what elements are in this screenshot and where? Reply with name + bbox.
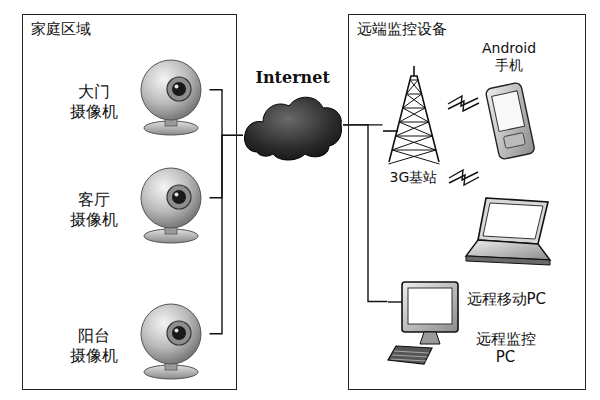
- lightning-symbol: [448, 96, 479, 111]
- camera-node: 阳台 摄像机: [70, 296, 210, 381]
- device-label: 远程移动PC: [467, 290, 547, 309]
- device-label: 阳台 摄像机: [70, 326, 118, 366]
- device-label: Android 手机: [482, 40, 536, 75]
- device-label: 远程监控 PC: [476, 330, 536, 368]
- device-label: 客厅 摄像机: [70, 190, 118, 230]
- camera-icon: [141, 60, 201, 135]
- laptop-figure: [462, 196, 552, 270]
- laptop-device: 远程移动PC: [462, 196, 552, 309]
- tower-figure: [383, 66, 445, 164]
- device-label: Internet: [256, 68, 330, 88]
- device-label: 大门 摄像机: [70, 82, 118, 122]
- network-wire: [210, 135, 244, 197]
- camera-node: 大门 摄像机: [70, 52, 210, 137]
- cloud-icon: [245, 97, 342, 160]
- camera-figure: [132, 52, 210, 137]
- phone-device: Android 手机: [482, 40, 538, 161]
- cloud-figure: [243, 92, 343, 162]
- region-heading: 家庭区域: [31, 20, 91, 39]
- camera-node: 客厅 摄像机: [70, 160, 210, 245]
- base-station: 3G基站: [383, 66, 445, 187]
- camera-icon: [141, 304, 201, 379]
- desktop-pc: 远程监控 PC: [388, 280, 536, 368]
- phone-icon: [485, 82, 535, 160]
- camera-figure: [132, 296, 210, 381]
- region-heading: 远端监控设备: [357, 20, 447, 39]
- camera-icon: [141, 168, 201, 243]
- laptop-icon: [466, 198, 550, 265]
- phone-figure: [482, 79, 538, 161]
- camera-figure: [132, 160, 210, 245]
- network-wire: [210, 90, 244, 136]
- tower-icon: [383, 66, 440, 164]
- network-wire: [210, 135, 244, 333]
- monitor-icon: [388, 282, 458, 364]
- network-wire: [343, 125, 388, 302]
- device-label: 3G基站: [390, 169, 438, 187]
- internet-cloud: Internet: [243, 68, 343, 162]
- region-panel: 家庭区域大门 摄像机客厅 摄像机阳台 摄像机: [22, 14, 237, 390]
- region-panel: 远端监控设备 3G基站 Android 手机远程移动PC 远程监控 PC: [348, 14, 586, 390]
- monitor-figure: [388, 280, 470, 368]
- lightning-symbol: [449, 170, 479, 185]
